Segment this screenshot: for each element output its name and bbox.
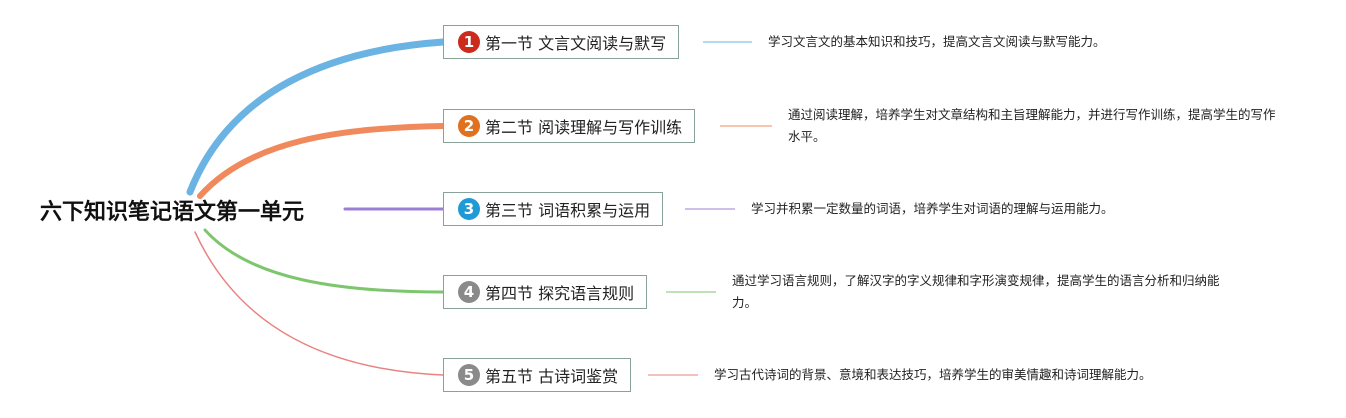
section-description-3[interactable]: 学习并积累一定数量的词语，培养学生对词语的理解与运用能力。	[751, 201, 1114, 216]
number-5-icon: 5	[458, 364, 480, 386]
section-node-3[interactable]: 3 第三节 词语积累与运用	[443, 192, 664, 226]
section-description-4[interactable]: 通过学习语言规则，了解汉字的字义规律和字形演变规律，提高学生的语言分析和归纳能力…	[732, 273, 1220, 310]
number-3-icon: 3	[458, 198, 480, 220]
section-description-1[interactable]: 学习文言文的基本知识和技巧，提高文言文阅读与默写能力。	[768, 34, 1106, 49]
branch-1	[186, 38, 447, 196]
branch-5	[194, 231, 444, 376]
section-node-4[interactable]: 4 第四节 探究语言规则	[443, 275, 648, 309]
number-1-icon: 1	[458, 31, 480, 53]
branch-4	[203, 228, 445, 294]
section-title: 第一节 文言文阅读与默写	[485, 34, 667, 53]
section-title: 第二节 阅读理解与写作训练	[485, 118, 683, 137]
section-description-2[interactable]: 通过阅读理解，培养学生对文章结构和主旨理解能力，并进行写作训练，提高学生的写作水…	[788, 107, 1276, 144]
number-4-icon: 4	[458, 281, 480, 303]
section-title: 第五节 古诗词鉴赏	[485, 367, 619, 386]
section-node-2[interactable]: 2 第二节 阅读理解与写作训练	[443, 109, 696, 143]
section-node-1[interactable]: 1 第一节 文言文阅读与默写	[443, 25, 680, 59]
section-description-5[interactable]: 学习古代诗词的背景、意境和表达技巧，培养学生的审美情趣和诗词理解能力。	[714, 367, 1152, 382]
section-title: 第三节 词语积累与运用	[485, 201, 651, 220]
number-2-icon: 2	[458, 115, 480, 137]
branch-2	[197, 123, 446, 199]
section-title: 第四节 探究语言规则	[485, 284, 635, 303]
section-node-5[interactable]: 5 第五节 古诗词鉴赏	[443, 358, 632, 392]
root-topic[interactable]: 六下知识笔记语文第一单元	[40, 200, 305, 225]
